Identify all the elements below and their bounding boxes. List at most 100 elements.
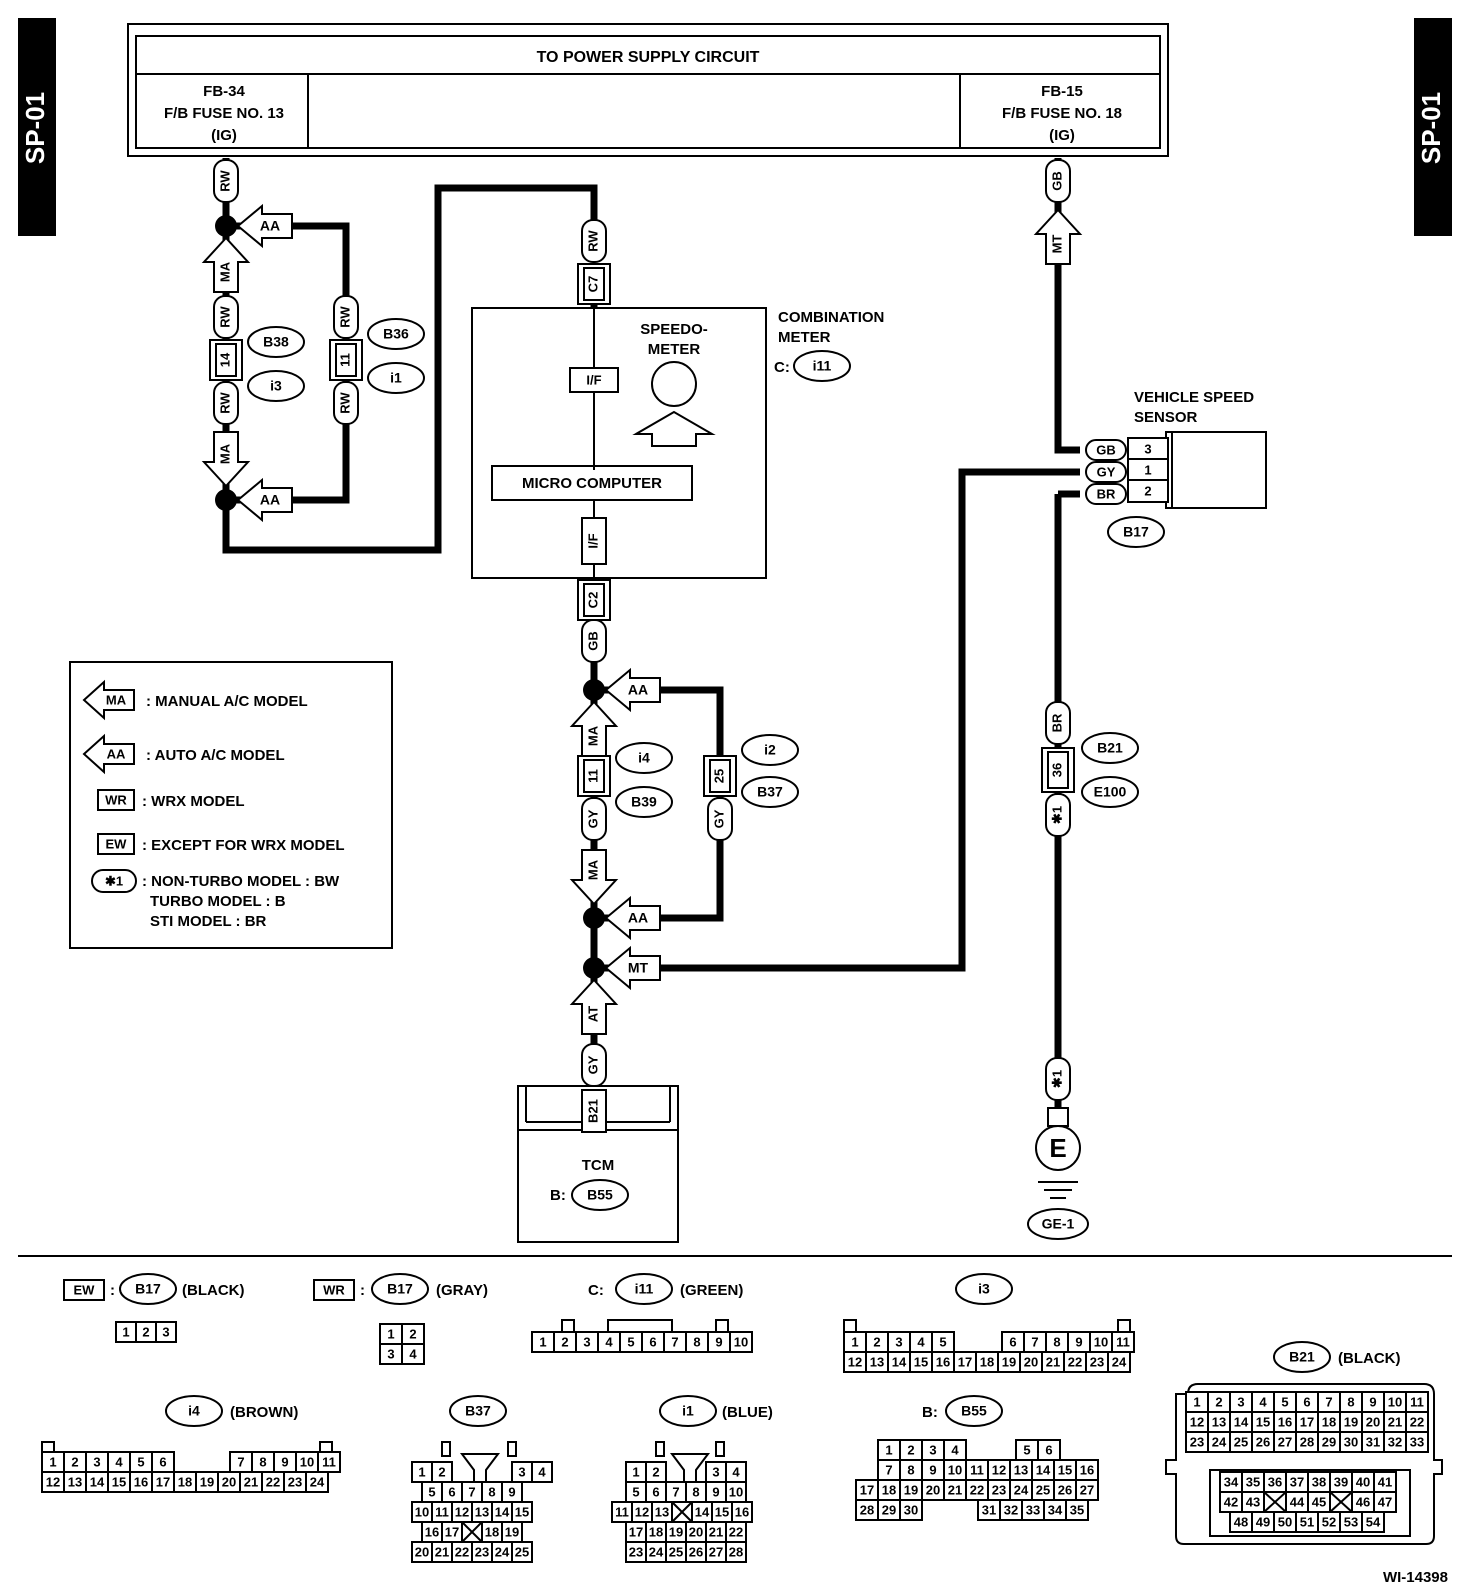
pin-number: 29 xyxy=(1322,1434,1336,1449)
legend-wr-box xyxy=(97,789,135,811)
pin-number: 13 xyxy=(870,1354,884,1369)
meter-name-2: METER xyxy=(778,329,831,346)
pin-number: 36 xyxy=(1268,1474,1282,1489)
pin-number: 5 xyxy=(428,1484,435,1499)
blank-pin-cross xyxy=(671,1501,693,1523)
pin-number: 31 xyxy=(1366,1434,1380,1449)
meter-name-1: COMBINATION xyxy=(778,309,884,326)
pin-number: 18 xyxy=(649,1524,663,1539)
pin-number: 17 xyxy=(958,1354,972,1369)
arrow-at: AT xyxy=(569,978,619,1035)
svg-text:i1: i1 xyxy=(390,370,402,386)
svg-text:WR: WR xyxy=(323,1282,345,1297)
pin-number: 35 xyxy=(1070,1502,1084,1517)
pin-number: 28 xyxy=(1300,1434,1314,1449)
pin-cell xyxy=(725,1541,747,1563)
pin-number: 2 xyxy=(409,1326,416,1341)
wire-label-rw-b36-top: RW xyxy=(333,295,359,339)
pin-number: 38 xyxy=(1312,1474,1326,1489)
pin-number: 3 xyxy=(162,1324,169,1339)
page-tag-left: SP-01 xyxy=(18,18,56,236)
pin-cell xyxy=(1361,1511,1385,1533)
svg-text:SP-01: SP-01 xyxy=(20,92,50,164)
vss-wire-gb: GB xyxy=(1096,442,1116,457)
pin-number: 14 xyxy=(495,1504,510,1519)
pinout-b17-ew-header: EW : B17 (BLACK) xyxy=(63,1273,244,1305)
if-label-top: I/F xyxy=(586,372,601,387)
pin-number: 10 xyxy=(729,1484,743,1499)
pin-number: 15 xyxy=(515,1504,529,1519)
fuse-right-ig: (IG) xyxy=(1049,127,1075,144)
ground-label: GE-1 xyxy=(1042,1216,1075,1232)
pin-number: 3 xyxy=(1237,1394,1244,1409)
pin-number: 16 xyxy=(425,1524,439,1539)
pin-number: 3 xyxy=(518,1464,525,1479)
svg-text:C:: C: xyxy=(588,1282,604,1299)
wire-label-gy-i4: GY xyxy=(581,797,607,841)
pin-number: 28 xyxy=(729,1544,743,1559)
page-tag-right: SP-01 xyxy=(1414,18,1452,236)
pin-number: 33 xyxy=(1410,1434,1424,1449)
pin-number: 27 xyxy=(709,1544,723,1559)
connector-i3: i3 xyxy=(247,370,305,402)
pin-number: 16 xyxy=(735,1504,749,1519)
pin-number: 16 xyxy=(134,1474,148,1489)
fuse-left-ig: (IG) xyxy=(211,127,237,144)
svg-text:GY: GY xyxy=(711,809,726,828)
connector-b55 xyxy=(571,1179,629,1211)
pin-number: 18 xyxy=(485,1524,499,1539)
svg-text:WR: WR xyxy=(105,792,127,807)
pin-number: 53 xyxy=(1344,1514,1358,1529)
pin-number: 7 xyxy=(1325,1394,1332,1409)
svg-text:RW: RW xyxy=(217,392,232,414)
pin-number: 24 xyxy=(495,1544,510,1559)
pinout-b55-header: B: B55 xyxy=(922,1395,1003,1427)
legend-star-line-1: : NON-TURBO MODEL : BW xyxy=(142,873,340,890)
pin-number: 11 xyxy=(615,1504,629,1519)
svg-text:✱1: ✱1 xyxy=(1049,1070,1064,1088)
pin-number: 7 xyxy=(671,1334,678,1349)
pin-number: 6 xyxy=(159,1454,166,1469)
pin-number: 1 xyxy=(1193,1394,1200,1409)
pin-number: 31 xyxy=(982,1502,996,1517)
legend-star-line-3: STI MODEL : BR xyxy=(150,913,267,930)
pin-block-c7: C7 xyxy=(577,263,611,305)
meter-prefix: C: xyxy=(774,359,790,376)
pin-number: 15 xyxy=(1058,1462,1072,1477)
pin-number: 15 xyxy=(112,1474,126,1489)
vss-wire-gy: GY xyxy=(1097,464,1116,479)
svg-text:✱1: ✱1 xyxy=(1049,806,1064,824)
pin-number: 4 xyxy=(1259,1394,1267,1409)
pin-cell xyxy=(1065,1499,1089,1521)
legend-ma-text: : MANUAL A/C MODEL xyxy=(146,693,308,710)
pin-number: 3 xyxy=(93,1454,100,1469)
pin-number: 21 xyxy=(709,1524,723,1539)
svg-text:MA: MA xyxy=(217,261,232,282)
pin-number: 19 xyxy=(904,1482,918,1497)
junction-dots xyxy=(215,215,605,979)
arrow-mt-vss: MT xyxy=(1033,208,1083,265)
pin-number: 15 xyxy=(914,1354,928,1369)
legend-star-line-2: TURBO MODEL : B xyxy=(150,893,286,910)
pin-block-b21: B21 xyxy=(585,1099,600,1123)
vss-pin-2: 2 xyxy=(1144,483,1151,498)
pin-number: 16 xyxy=(1278,1414,1292,1429)
svg-text:i3: i3 xyxy=(270,378,282,394)
svg-text:✱1: ✱1 xyxy=(105,873,123,888)
pin-number: 33 xyxy=(1026,1502,1040,1517)
svg-text:14: 14 xyxy=(217,352,232,367)
blank-pin-cross xyxy=(1329,1491,1353,1513)
pin-number: 18 xyxy=(1322,1414,1336,1429)
pin-number: 4 xyxy=(409,1346,417,1361)
power-supply-box: TO POWER SUPPLY CIRCUIT FB-34 F/B FUSE N… xyxy=(127,23,1169,157)
legend-ma-arrow-icon xyxy=(82,679,135,721)
fuse-left-name: F/B FUSE NO. 13 xyxy=(164,105,284,122)
combination-meter: I/F I/F MICRO COMPUTER SPEEDO- METER COM… xyxy=(471,307,884,579)
wire-label-rw-b38-top: RW xyxy=(213,295,239,339)
pin-number: 11 xyxy=(1410,1394,1424,1409)
legend-ew-text: : EXCEPT FOR WRX MODEL xyxy=(142,837,345,854)
arrow-ma-top: MA xyxy=(201,236,251,293)
